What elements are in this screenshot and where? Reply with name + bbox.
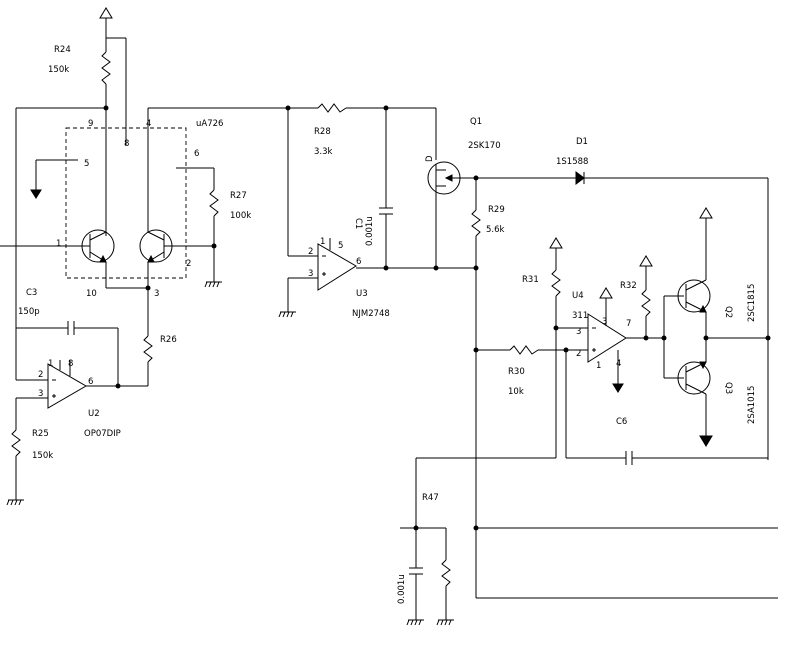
- u4-pin-4: 4: [616, 359, 621, 369]
- label-r30: R30: [508, 367, 525, 377]
- label-q3-part: 2SA1015: [747, 386, 757, 424]
- u4-pin-2: 2: [576, 349, 581, 359]
- label-r28: R28: [314, 127, 331, 137]
- resistor-r27: [209, 189, 219, 217]
- label-u4: U4: [572, 291, 584, 301]
- resistor-r26: [143, 335, 153, 363]
- u4-pin-7: 7: [626, 319, 631, 329]
- label-c-bottom-value: 0.001u: [397, 574, 407, 604]
- label-q1-drain: D: [425, 155, 435, 162]
- u3-pin-2: 2: [308, 247, 313, 257]
- label-r24-value: 150k: [48, 65, 69, 75]
- pin-5: 5: [84, 159, 89, 169]
- label-r27-value: 100k: [230, 211, 251, 221]
- opamp-u2: [47, 363, 87, 409]
- ua726-package-outline: [65, 127, 187, 279]
- label-c1: C1: [353, 218, 363, 229]
- u4-pin-3: 3: [576, 327, 581, 337]
- label-r29-value: 5.6k: [486, 225, 505, 235]
- u2-pin-2: 2: [38, 370, 43, 380]
- label-r30-value: 10k: [508, 387, 524, 397]
- resistor-r31: [551, 269, 561, 297]
- resistor-r29: [471, 209, 481, 237]
- label-c6: C6: [616, 417, 627, 427]
- pin-6: 6: [194, 149, 199, 159]
- u3-pin-6: 6: [356, 257, 361, 267]
- u3-pin-5: 5: [338, 241, 343, 251]
- label-q3: Q3: [723, 382, 733, 394]
- u4-section: R31 U4 311 3 3 2 7 1 4 R32 R30 10k C6 Q2…: [473, 207, 771, 465]
- q1-section: Q1 2SK170 D D1 1S1588 R29 5.6k: [425, 108, 769, 598]
- pin-4: 4: [146, 119, 151, 129]
- pin-2: 2: [186, 259, 191, 269]
- pin-9: 9: [88, 119, 93, 129]
- u2-pin-1: 1: [48, 359, 53, 369]
- ground-arrow-pin5: [30, 189, 42, 199]
- pin-8: 8: [124, 139, 129, 149]
- label-u2: U2: [88, 409, 100, 419]
- u2-section: C3 150p 1 8 2 3 6 R26 U2 OP07DIP R25 150…: [6, 288, 177, 506]
- u4-pin-1: 1: [596, 361, 601, 371]
- u3-pin-1: 1: [320, 237, 325, 247]
- label-r25: R25: [32, 429, 49, 439]
- resistor-r24: [101, 51, 111, 85]
- resistor-r28: [317, 103, 347, 113]
- resistor-r25: [11, 429, 21, 457]
- label-u4-part: 311: [572, 311, 588, 321]
- label-d1: D1: [576, 137, 588, 147]
- u4-pin-3a: 3: [602, 317, 607, 327]
- label-c3-value: 150p: [18, 307, 40, 317]
- label-r32: R32: [620, 281, 637, 291]
- pin-1: 1: [56, 239, 61, 249]
- diode-d1: [575, 171, 585, 185]
- resistor-r30: [509, 345, 539, 355]
- u2-pin-6: 6: [88, 377, 93, 387]
- label-r28-value: 3.3k: [314, 147, 333, 157]
- label-c3: C3: [26, 288, 37, 298]
- comparator-u4: [587, 313, 627, 363]
- u3-pin-3: 3: [308, 269, 313, 279]
- label-q2: Q2: [723, 306, 733, 318]
- label-r27: R27: [230, 191, 247, 201]
- opamp-u3: [317, 243, 357, 291]
- u2-pin-8: 8: [68, 359, 73, 369]
- pin-3: 3: [154, 289, 159, 299]
- transistor-q3: [677, 361, 711, 395]
- ua726-section: R24 150k 9 8 4 uA726 5 6 R27 100k 1 2 10…: [0, 7, 288, 387]
- label-r31: R31: [522, 275, 539, 285]
- label-q1-part: 2SK170: [468, 141, 501, 151]
- resistor-r47-load: [441, 559, 451, 587]
- label-c1-value: 0.001u: [365, 216, 375, 246]
- label-r47: R47: [422, 493, 439, 503]
- label-q2-part: 2SC1815: [747, 284, 757, 322]
- pin-10: 10: [86, 289, 97, 299]
- label-u3: U3: [356, 289, 368, 299]
- label-ua726: uA726: [196, 119, 223, 129]
- label-r24: R24: [54, 45, 71, 55]
- supply-arrow-r31: [549, 237, 563, 249]
- supply-arrow-top: [99, 7, 113, 19]
- transistor-q2: [677, 279, 711, 313]
- supply-arrow-r32: [639, 255, 653, 267]
- label-u2-part: OP07DIP: [84, 429, 121, 439]
- u3-section: R28 3.3k C1 0.001u 2 1 5 3 6 U3 NJM2748: [278, 103, 436, 319]
- label-r26: R26: [160, 335, 177, 345]
- label-u3-part: NJM2748: [352, 309, 390, 319]
- label-d1-part: 1S1588: [556, 157, 588, 167]
- label-q1: Q1: [470, 117, 482, 127]
- resistor-r32: [641, 289, 651, 317]
- label-r25-value: 150k: [32, 451, 53, 461]
- u2-pin-3: 3: [38, 389, 43, 399]
- label-r29: R29: [488, 205, 505, 215]
- bottom-section: R47 0.001u: [397, 457, 778, 626]
